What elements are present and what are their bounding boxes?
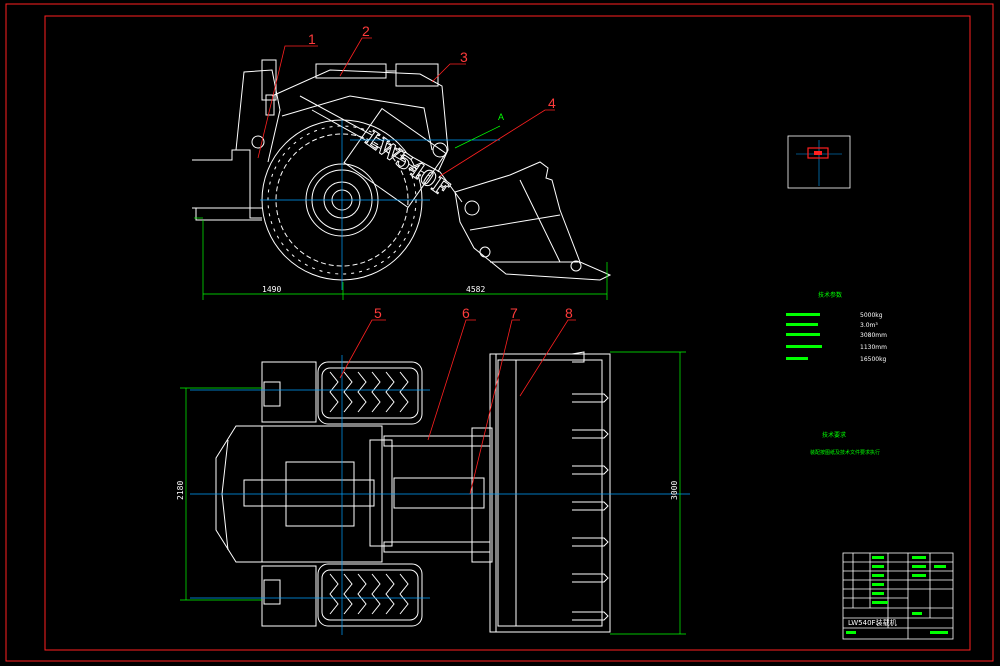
callout-7: 7 [510,305,518,321]
top-dimensions [180,351,686,635]
top-centerlines [190,355,690,635]
leader-lines-side [257,37,555,177]
view-a-arrow [454,125,501,149]
specs-title: 技术参数 [818,291,842,299]
spec-value-3: 1130mm [860,344,887,351]
dim-width: 2180 [176,481,185,500]
inner-frame [44,15,971,651]
tire-treads [329,371,409,615]
spec-value-4: 16500kg [860,356,887,363]
callout-5: 5 [374,305,382,321]
dim-rear: 1490 [262,285,281,294]
spec-value-0: 5000kg [860,312,883,319]
notes-line: 装配按图纸及技术文件要求执行 [810,449,880,456]
outer-frame [5,3,994,662]
side-dimension [194,217,608,300]
side-centerlines [260,120,500,290]
leader-lines-top [339,319,576,495]
callout-1: 1 [308,31,316,47]
top-view [215,353,611,633]
title-block [842,552,954,640]
spec-value-1: 3.0m³ [860,322,878,329]
spec-value-2: 3080mm [860,332,887,339]
callout-4: 4 [548,95,556,111]
callout-6: 6 [462,305,470,321]
bucket-teeth [571,351,609,621]
detail-view [787,135,851,189]
specs-keys [786,313,822,360]
callout-8: 8 [565,305,573,321]
view-a-marker: A [498,112,504,122]
notes-title: 技术要求 [822,431,846,439]
dim-bucket: 3000 [670,481,679,500]
callout-3: 3 [460,49,468,65]
callout-2: 2 [362,23,370,39]
title-block-name: LW540F装载机 [848,618,897,627]
dim-front: 4582 [466,285,485,294]
title-block-fills [846,556,948,634]
